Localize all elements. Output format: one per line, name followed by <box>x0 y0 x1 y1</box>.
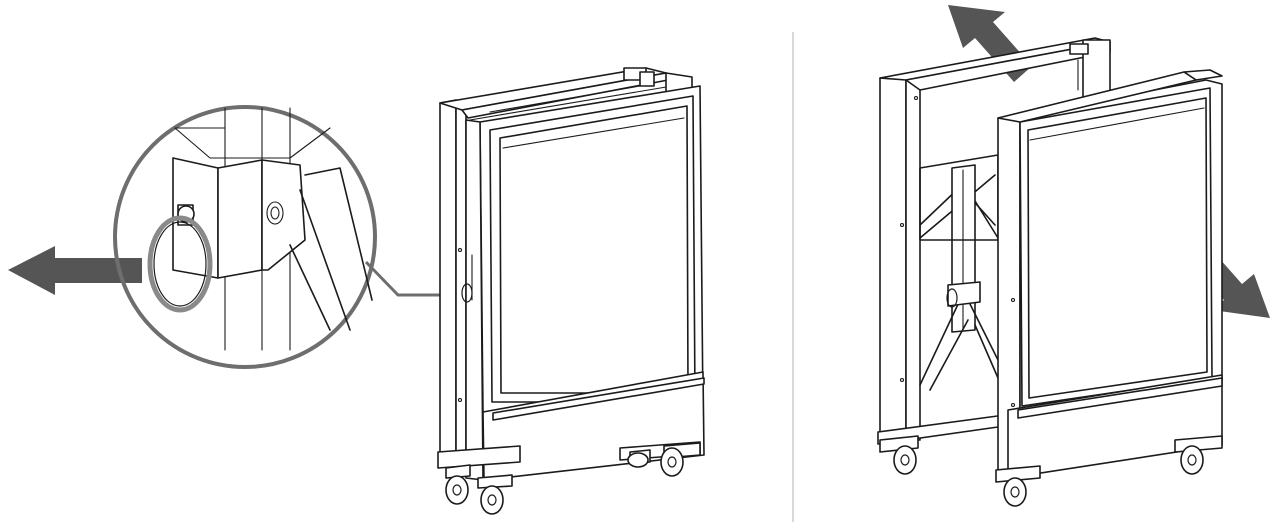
front-frame <box>997 69 1223 479</box>
rear-frame <box>877 37 1111 445</box>
bracket-detail <box>147 107 373 351</box>
pull-ring-icon <box>147 215 213 313</box>
scissor-brace <box>919 154 999 391</box>
detail-callout <box>113 105 462 369</box>
panel-folded-unit <box>8 67 705 515</box>
pull-arrow-icon <box>8 246 142 295</box>
folded-frame-unit <box>437 67 705 481</box>
caster-wheel-icon <box>445 442 701 515</box>
caster-wheel-icon <box>879 435 1223 507</box>
panel-unfolding-unit <box>877 5 1270 507</box>
